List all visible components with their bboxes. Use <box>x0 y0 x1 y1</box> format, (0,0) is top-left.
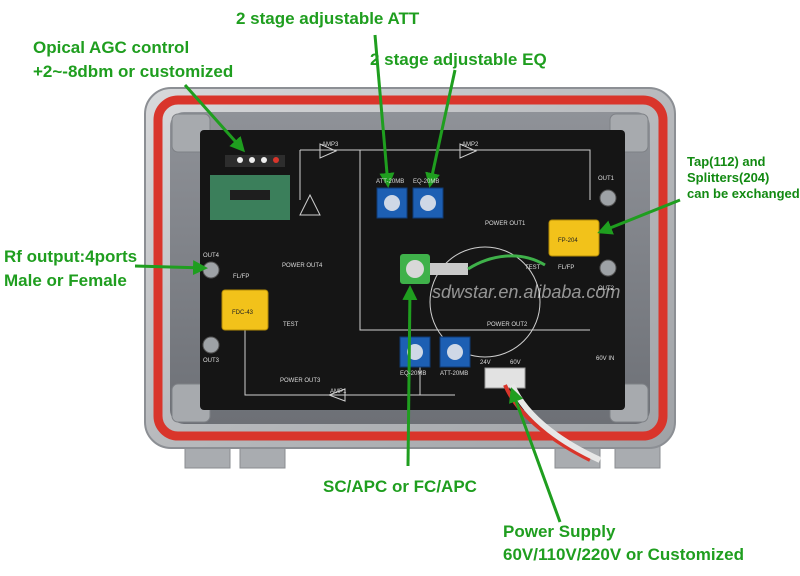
rf-line2: Male or Female <box>4 271 127 290</box>
att-eq-knobs-top <box>376 187 444 219</box>
eq-label: 2 stage adjustable EQ <box>370 50 547 69</box>
tap-line2: Splitters(204) <box>687 170 770 185</box>
label-eq-bottom: EQ-20MB <box>400 371 426 377</box>
agc-pcb <box>210 155 290 220</box>
yellow-modules <box>221 219 600 331</box>
panel-schematic-lines <box>244 143 591 402</box>
agc-range: +2~-8dbm or customized <box>33 62 234 81</box>
label-amp2: AMP2 <box>462 142 479 148</box>
label-amp1: AMP1 <box>330 389 347 395</box>
label-fp-left: FL/FP <box>233 274 249 280</box>
label-fp-right: FL/FP <box>558 265 574 271</box>
connector-label: SC/APC or FC/APC <box>323 477 477 496</box>
rf-line1: Rf output:4ports <box>4 247 138 266</box>
label-24v: 24V <box>480 360 491 366</box>
label-60v: 60V <box>510 360 521 366</box>
label-out4: OUT4 <box>203 253 220 259</box>
label-60v-in: 60V IN <box>596 356 614 362</box>
power-line2: 60V/110V/220V or Customized <box>503 545 744 564</box>
label-eq-top: EQ-20MB <box>413 179 439 185</box>
optical-connector <box>400 254 546 284</box>
watermark: sdwstar.en.alibaba.com <box>432 282 620 302</box>
tap-line3: can be exchanged <box>687 186 800 201</box>
label-power-out4: POWER OUT4 <box>282 263 323 269</box>
label-power-out3: POWER OUT3 <box>280 378 321 384</box>
att-label: 2 stage adjustable ATT <box>236 9 420 28</box>
label-out3: OUT3 <box>203 358 220 364</box>
label-power-out2: POWER OUT2 <box>487 322 528 328</box>
label-out1: OUT1 <box>598 176 615 182</box>
callout-arrows <box>134 34 681 523</box>
tap-line1: Tap(112) and <box>687 154 766 169</box>
label-test-right: TEST <box>525 265 541 271</box>
label-att-top: ATT-20MB <box>376 179 404 185</box>
label-splitter: FP-204 <box>558 238 578 244</box>
agc-title: Opical AGC control <box>33 38 190 57</box>
label-tap: FDC-43 <box>232 310 254 316</box>
label-test-left: TEST <box>283 322 299 328</box>
label-power-out1: POWER OUT1 <box>485 221 526 227</box>
label-amp3: AMP3 <box>322 142 339 148</box>
board-labels: AMP3 AMP2 AMP1 ATT-20MB EQ-20MB EQ-20MB … <box>203 142 615 395</box>
label-out2: OUT2 <box>598 286 615 292</box>
label-att-bottom: ATT-20MB <box>440 371 468 377</box>
power-line1: Power Supply <box>503 522 616 541</box>
att-eq-knobs-bottom <box>399 336 471 368</box>
